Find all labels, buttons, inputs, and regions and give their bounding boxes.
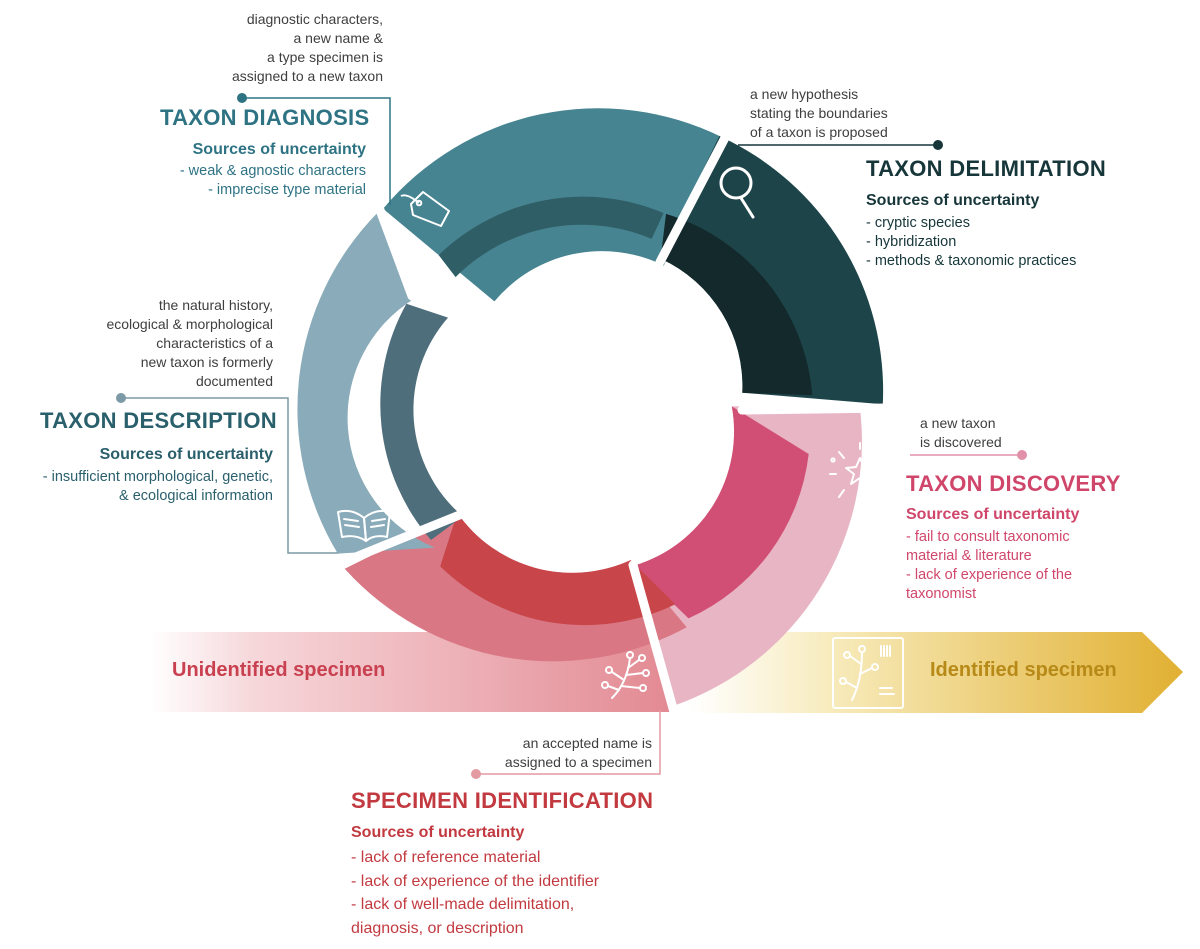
description-callout-dot — [116, 393, 126, 403]
discovery-callout-dot — [1017, 450, 1027, 460]
description-callout-line — [121, 397, 338, 554]
identification-subtitle: Sources of uncertainty — [351, 824, 525, 841]
diagnosis-note: diagnostic characters, a new name & a ty… — [232, 11, 383, 84]
book-icon — [337, 509, 391, 542]
discovery-subtitle: Sources of uncertainty — [906, 506, 1080, 523]
identified-arrow-band — [690, 632, 1183, 713]
identification-items: - lack of reference material - lack of e… — [351, 849, 600, 937]
segment-diagnosis-inner — [438, 196, 664, 278]
sparkle-icon — [829, 442, 892, 498]
discovery-title: TAXON DISCOVERY — [906, 471, 1121, 496]
delimitation-note: a new hypothesis stating the boundaries … — [750, 86, 888, 140]
description-note: the natural history, ecological & morpho… — [106, 297, 273, 389]
discovery-items: - fail to consult taxonomic material & l… — [906, 529, 1073, 602]
unidentified-specimen-label: Unidentified specimen — [172, 659, 386, 681]
segment-description-outer — [297, 212, 435, 554]
delimitation-callout-dot — [933, 140, 943, 150]
delimitation-items: - cryptic species - hybridization - meth… — [866, 215, 1077, 269]
segment-delimitation-outer — [660, 136, 884, 405]
identified-specimen-label: Identified specimen — [930, 659, 1117, 681]
diagnosis-subtitle: Sources of uncertainty — [192, 141, 366, 158]
tag-icon — [400, 191, 450, 227]
branch-icon — [601, 651, 650, 699]
identification-callout-line — [476, 710, 661, 775]
description-subtitle: Sources of uncertainty — [99, 446, 273, 463]
segment-delimitation-inner — [660, 213, 813, 396]
description-items: - insufficient morphological, genetic, &… — [42, 469, 273, 504]
delimitation-title: TAXON DELIMITATION — [866, 156, 1107, 181]
callout-lines — [116, 93, 1027, 779]
identification-callout-dot — [471, 769, 481, 779]
description-title: TAXON DESCRIPTION — [40, 408, 277, 433]
diagnosis-callout-dot — [237, 93, 247, 103]
segment-gaps — [331, 127, 893, 717]
identification-title: SPECIMEN IDENTIFICATION — [351, 788, 654, 813]
ring-center — [448, 277, 728, 557]
magnifier-icon — [719, 166, 755, 219]
diagnosis-callout-line — [242, 97, 391, 205]
delimitation-subtitle: Sources of uncertainty — [866, 192, 1040, 209]
identification-note: an accepted name is assigned to a specim… — [504, 735, 652, 770]
herbarium-sheet-icon — [832, 637, 904, 709]
diagnosis-title: TAXON DIAGNOSIS — [160, 105, 370, 130]
discovery-note: a new taxon is discovered — [920, 415, 1002, 450]
segment-identification-inner — [440, 512, 676, 626]
cycle-ring — [297, 108, 893, 717]
diagnosis-items: - weak & agnostic characters - imprecise… — [179, 163, 366, 198]
segment-discovery-inner — [634, 406, 809, 619]
segment-description-inner — [380, 303, 463, 540]
